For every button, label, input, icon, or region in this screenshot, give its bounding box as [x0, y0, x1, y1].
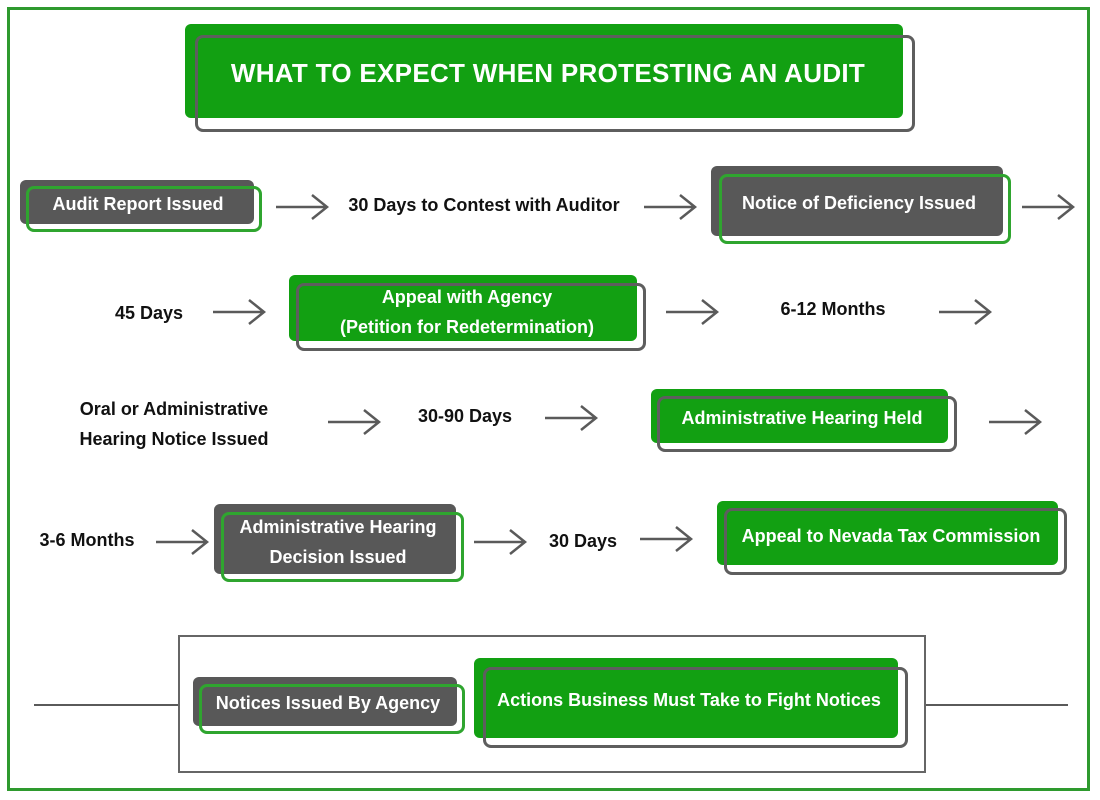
arrow-icon: [472, 527, 528, 557]
notice-deficiency-node: Notice of Deficiency Issued: [711, 166, 1011, 244]
title-box: WHAT TO EXPECT WHEN PROTESTING AN AUDIT: [185, 24, 915, 132]
hearing-decision-node: Administrative Hearing Decision Issued: [214, 504, 464, 582]
hearing-held-label: Administrative Hearing Held: [681, 408, 923, 428]
oral-notice-line2: Hearing Notice Issued: [79, 429, 269, 449]
hearing-decision-line2: Decision Issued: [269, 547, 407, 567]
appeal-agency-node: Appeal with Agency (Petition for Redeter…: [289, 275, 646, 351]
months-6-12-step: 6-12 Months: [780, 299, 886, 319]
audit-report-label: Audit Report Issued: [52, 194, 224, 214]
appeal-agency-line2: (Petition for Redetermination): [339, 317, 594, 337]
page-title: WHAT TO EXPECT WHEN PROTESTING AN AUDIT: [230, 58, 866, 88]
arrow-icon: [638, 524, 694, 554]
oral-notice-line1: Oral or Administrative: [79, 399, 269, 419]
arrow-icon: [543, 403, 599, 433]
days-30-90-step: 30-90 Days: [417, 406, 513, 426]
arrow-icon: [987, 407, 1043, 437]
days-45-step: 45 Days: [114, 303, 184, 323]
legend-business-actions: Actions Business Must Take to Fight Noti…: [474, 658, 908, 748]
arrow-icon: [1020, 192, 1076, 222]
oral-notice-step: Oral or Administrative Hearing Notice Is…: [60, 393, 288, 455]
legend-frame: [178, 635, 926, 773]
months-3-6-step: 3-6 Months: [39, 530, 135, 550]
audit-report-node: Audit Report Issued: [20, 180, 262, 232]
appeal-commission-label: Appeal to Nevada Tax Commission: [741, 526, 1041, 546]
appeal-commission-node: Appeal to Nevada Tax Commission: [717, 501, 1067, 575]
arrow-icon: [664, 297, 720, 327]
arrow-icon: [154, 527, 210, 557]
hearing-decision-line1: Administrative Hearing: [239, 517, 437, 537]
arrow-icon: [211, 297, 267, 327]
hearing-decision-label: Administrative Hearing Decision Issued: [214, 508, 462, 576]
hearing-held-node: Administrative Hearing Held: [651, 389, 957, 452]
outer-frame: [7, 7, 1090, 791]
legend-agency-notices: Notices Issued By Agency: [193, 677, 465, 734]
legend-divider-right: [926, 704, 1068, 706]
legend-divider-left: [34, 704, 178, 706]
notice-deficiency-label: Notice of Deficiency Issued: [741, 193, 977, 213]
arrow-icon: [326, 407, 382, 437]
appeal-agency-label: Appeal with Agency (Petition for Redeter…: [289, 279, 645, 345]
arrow-icon: [642, 192, 698, 222]
contest-auditor-step: 30 Days to Contest with Auditor: [348, 195, 620, 215]
arrow-icon: [274, 192, 330, 222]
appeal-agency-line1: Appeal with Agency: [381, 287, 553, 307]
legend-business-label: Actions Business Must Take to Fight Noti…: [497, 690, 881, 710]
days-30-step: 30 Days: [548, 531, 618, 551]
arrow-icon: [937, 297, 993, 327]
legend-agency-label: Notices Issued By Agency: [215, 693, 441, 713]
